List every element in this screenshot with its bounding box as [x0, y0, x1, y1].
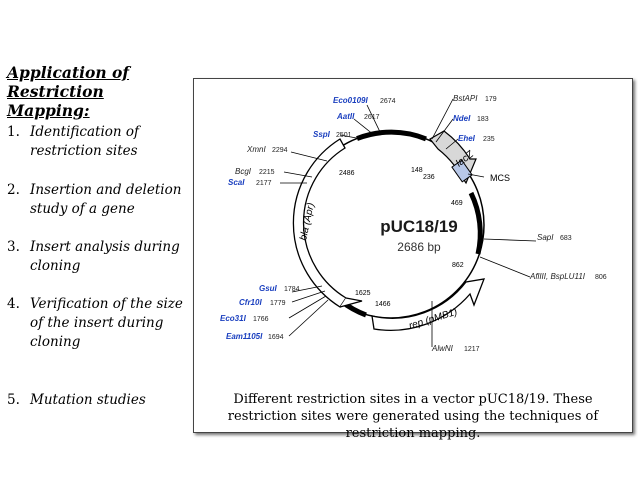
site-name: GsuI — [259, 284, 278, 293]
list-item-number: 5. — [7, 392, 20, 408]
site-name: Cfr10I — [239, 298, 262, 307]
site-position: 2617 — [364, 114, 380, 121]
bla-gene-arrow — [292, 138, 347, 308]
plasmid-map-figure: lacZ MCS bla (Apr) rep (pMB1) pUC18/19 2… — [193, 78, 633, 441]
restriction-site: BstAPI 179 — [453, 94, 497, 103]
site-name: Eco31I — [220, 314, 247, 323]
bla-arrowhead — [339, 297, 363, 308]
position-148: 148 — [411, 167, 423, 174]
site-name: BcgI — [235, 167, 252, 176]
site-position: 1784 — [284, 286, 300, 293]
site-name: Eco0109I — [333, 96, 368, 105]
slide-heading: Application of Restriction Mapping: — [7, 63, 130, 120]
restriction-site: AatII 2617 — [336, 112, 380, 121]
position-469: 469 — [451, 200, 463, 207]
list-item-text: Verification of the size of the insert d… — [30, 296, 183, 350]
list-item-number: 4. — [7, 296, 20, 312]
restriction-site: Eam1105I 1694 — [226, 332, 284, 341]
list-item-number: 2. — [7, 182, 20, 198]
site-position: 183 — [477, 116, 489, 123]
site-position: 683 — [560, 235, 572, 242]
plasmid-name: pUC18/19 — [380, 217, 457, 236]
site-name: AflIII, BspLU11I — [529, 272, 586, 281]
site-name: Eam1105I — [226, 332, 263, 341]
restriction-site: EheI 235 — [458, 134, 495, 143]
site-name: SspI — [313, 130, 331, 139]
list-item-text: Insert analysis during cloning — [30, 239, 180, 274]
site-name: ScaI — [228, 178, 245, 187]
list-item-text: Insertion and deletion study of a gene — [30, 182, 182, 217]
site-name: EheI — [458, 134, 476, 143]
site-position: 2294 — [272, 147, 288, 154]
site-position: 2177 — [256, 180, 272, 187]
restriction-site: XmnI 2294 — [246, 145, 288, 154]
restriction-site: Eco0109I 2674 — [333, 96, 396, 105]
restriction-site: Cfr10I 1779 — [239, 298, 286, 307]
site-position: 2501 — [336, 132, 352, 139]
position-1625: 1625 — [355, 290, 371, 297]
position-1466: 1466 — [375, 301, 391, 308]
site-name: BstAPI — [453, 94, 478, 103]
figure-caption: Different restriction sites in a vector … — [227, 392, 599, 441]
restriction-site: GsuI 1784 — [259, 284, 300, 293]
site-position: 179 — [485, 96, 497, 103]
position-236: 236 — [423, 174, 435, 181]
site-position: 806 — [595, 274, 607, 281]
restriction-site: AflIII, BspLU11I 806 — [529, 272, 607, 281]
site-position: 235 — [483, 136, 495, 143]
restriction-site: SapI 683 — [537, 233, 572, 242]
restriction-site: SspI 2501 — [313, 130, 352, 139]
site-name: NdeI — [453, 114, 471, 123]
site-position: 1694 — [268, 334, 284, 341]
rep-gene-arrow — [371, 278, 486, 331]
restriction-site: NdeI 183 — [453, 114, 489, 123]
list-item-text: Identification of restriction sites — [30, 124, 139, 159]
restriction-site: ScaI 2177 — [228, 178, 272, 187]
site-position: 2674 — [380, 98, 396, 105]
position-2486: 2486 — [339, 170, 355, 177]
restriction-site: AlwNI 1217 — [431, 344, 480, 353]
thick-arc-right — [468, 191, 483, 255]
callout-lines — [280, 98, 537, 347]
mcs-label: MCS — [490, 173, 510, 183]
list-item-text: Mutation studies — [30, 392, 146, 408]
mcs-box — [451, 159, 473, 183]
site-name: AlwNI — [431, 344, 454, 353]
plasmid-size: 2686 bp — [397, 240, 441, 254]
restriction-site: Eco31I 1766 — [220, 314, 269, 323]
restriction-site: BcgI 2215 — [235, 167, 275, 176]
plasmid-map: lacZ MCS bla (Apr) rep (pMB1) pUC18/19 2… — [220, 94, 607, 353]
position-862: 862 — [452, 262, 464, 269]
list-item-number: 3. — [7, 239, 20, 255]
site-position: 2215 — [259, 169, 275, 176]
site-position: 1217 — [464, 346, 480, 353]
list-item-number: 1. — [7, 124, 20, 140]
site-name: XmnI — [246, 145, 266, 154]
thick-arc-top — [356, 129, 427, 142]
site-name: SapI — [537, 233, 554, 242]
site-position: 1779 — [270, 300, 286, 307]
site-name: AatII — [336, 112, 355, 121]
site-position: 1766 — [253, 316, 269, 323]
